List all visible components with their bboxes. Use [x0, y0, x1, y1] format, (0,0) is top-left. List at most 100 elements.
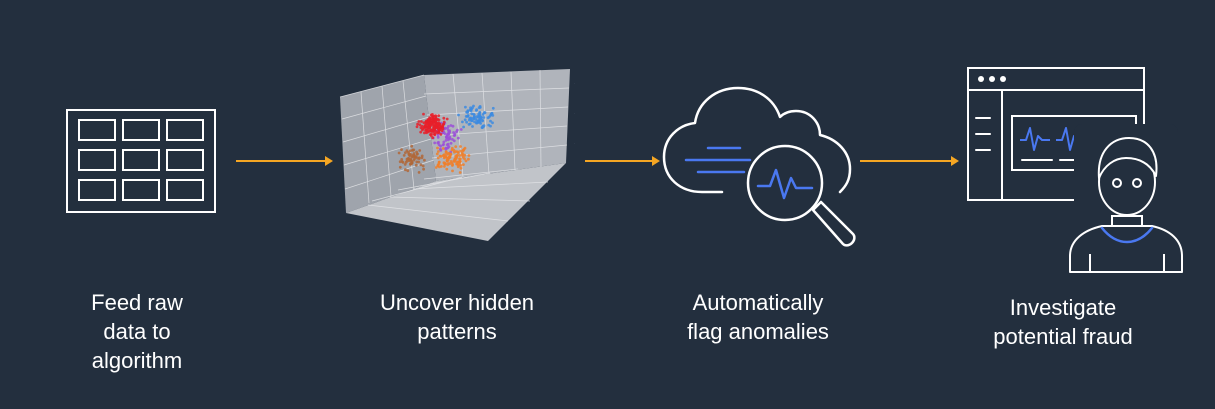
- flow-arrow: [585, 156, 660, 166]
- scatter-point: [489, 119, 492, 123]
- scatter-point: [454, 145, 458, 148]
- scatter-point: [416, 122, 419, 126]
- scatter-point: [431, 115, 435, 119]
- scatter-point: [449, 141, 453, 145]
- scatter-point: [459, 157, 462, 161]
- scatter-point: [418, 149, 422, 152]
- scatter-point: [447, 162, 450, 165]
- scatter-point: [491, 106, 495, 110]
- scatter-point: [411, 149, 415, 152]
- scatter-point: [436, 123, 440, 127]
- scatter-point: [445, 167, 449, 171]
- scatter-point: [412, 158, 416, 162]
- scatter-point: [467, 118, 471, 122]
- scatter-point: [441, 154, 445, 157]
- scatter-point: [421, 164, 425, 168]
- scatter-point: [442, 140, 446, 144]
- caption-flag: Automatically flag anomalies: [687, 290, 829, 344]
- scatter-point: [455, 128, 459, 132]
- scatter-point: [439, 133, 443, 136]
- scatter-point: [436, 164, 440, 168]
- scatter-point: [448, 135, 452, 139]
- scatter-point: [478, 120, 482, 123]
- scatter-point: [471, 125, 474, 128]
- scatter-point: [430, 132, 433, 136]
- data-table-icon: [66, 109, 216, 213]
- scatter-point: [478, 111, 482, 115]
- scatter-point: [460, 151, 464, 155]
- scatter-point: [451, 169, 454, 173]
- scatter-point: [400, 158, 404, 161]
- scatter-point: [422, 121, 426, 125]
- scatter-point: [397, 151, 401, 155]
- scatter-point: [433, 126, 437, 130]
- scatter-point: [443, 165, 446, 168]
- scatter-point: [471, 106, 474, 110]
- scatter-point: [424, 128, 427, 132]
- scatter-point: [451, 163, 454, 166]
- scatter-point: [437, 150, 440, 153]
- scatter-point: [435, 152, 439, 156]
- scatter-point: [451, 124, 455, 128]
- scatter-point: [436, 156, 440, 160]
- scatter-point: [481, 119, 484, 123]
- scatter-point: [427, 126, 430, 129]
- scatter-point: [439, 155, 443, 158]
- scatter-point: [429, 121, 433, 125]
- scatter-point: [453, 160, 456, 163]
- scatter-point: [443, 132, 447, 135]
- scatter-point: [407, 157, 410, 161]
- scatter-point: [434, 120, 438, 124]
- scatter-point: [417, 171, 421, 174]
- scatter-point: [401, 161, 405, 164]
- scatter-point: [442, 116, 446, 120]
- scatter-point: [490, 111, 494, 115]
- scatter-point: [466, 114, 470, 117]
- scatter-point: [444, 150, 448, 154]
- svg-text:·: ·: [574, 111, 575, 116]
- scatter-point: [442, 143, 445, 146]
- scatter-point: [481, 124, 485, 128]
- scatter-point: [404, 151, 407, 155]
- scatter-point: [434, 114, 438, 118]
- scatter-point: [441, 125, 444, 129]
- scatter-point: [450, 148, 454, 152]
- scatter-point: [469, 109, 473, 113]
- scatter-point: [459, 166, 463, 170]
- scatter-point: [472, 112, 475, 116]
- scatter-point: [417, 120, 421, 123]
- scatter-point: [437, 131, 441, 134]
- scatter-point: [449, 160, 453, 163]
- scatter-point: [456, 150, 459, 154]
- scatter-point: [463, 146, 467, 150]
- scatter-point: [427, 129, 431, 132]
- svg-text:·: ·: [574, 141, 575, 146]
- scatter-point: [436, 136, 440, 139]
- scatter-point: [473, 120, 476, 124]
- scatter-point: [436, 133, 440, 137]
- scatter-point: [437, 114, 441, 117]
- scatter-point: [411, 153, 415, 157]
- scatter-point: [442, 161, 446, 165]
- scatter-point: [415, 125, 419, 129]
- scatter-point: [444, 139, 448, 142]
- scatter-point: [487, 123, 491, 127]
- scatter-point: [447, 131, 451, 135]
- scatter-point: [457, 113, 460, 117]
- scatter-point: [421, 128, 424, 132]
- scatter-point: [453, 134, 457, 137]
- scatter-point: [470, 119, 474, 122]
- scatter-point: [461, 120, 464, 124]
- scatter-point: [459, 149, 463, 153]
- scatter-point: [407, 153, 411, 156]
- scatter-point: [440, 129, 444, 133]
- scatter-point: [456, 136, 460, 140]
- scatter-point: [405, 149, 409, 153]
- scatter-point: [472, 117, 476, 121]
- scatter-point: [462, 125, 465, 129]
- scatter-point: [398, 160, 402, 164]
- scatter-point: [438, 128, 442, 132]
- scatter-point: [442, 122, 445, 126]
- scatter-point: [423, 158, 426, 162]
- scatter-point: [459, 145, 462, 148]
